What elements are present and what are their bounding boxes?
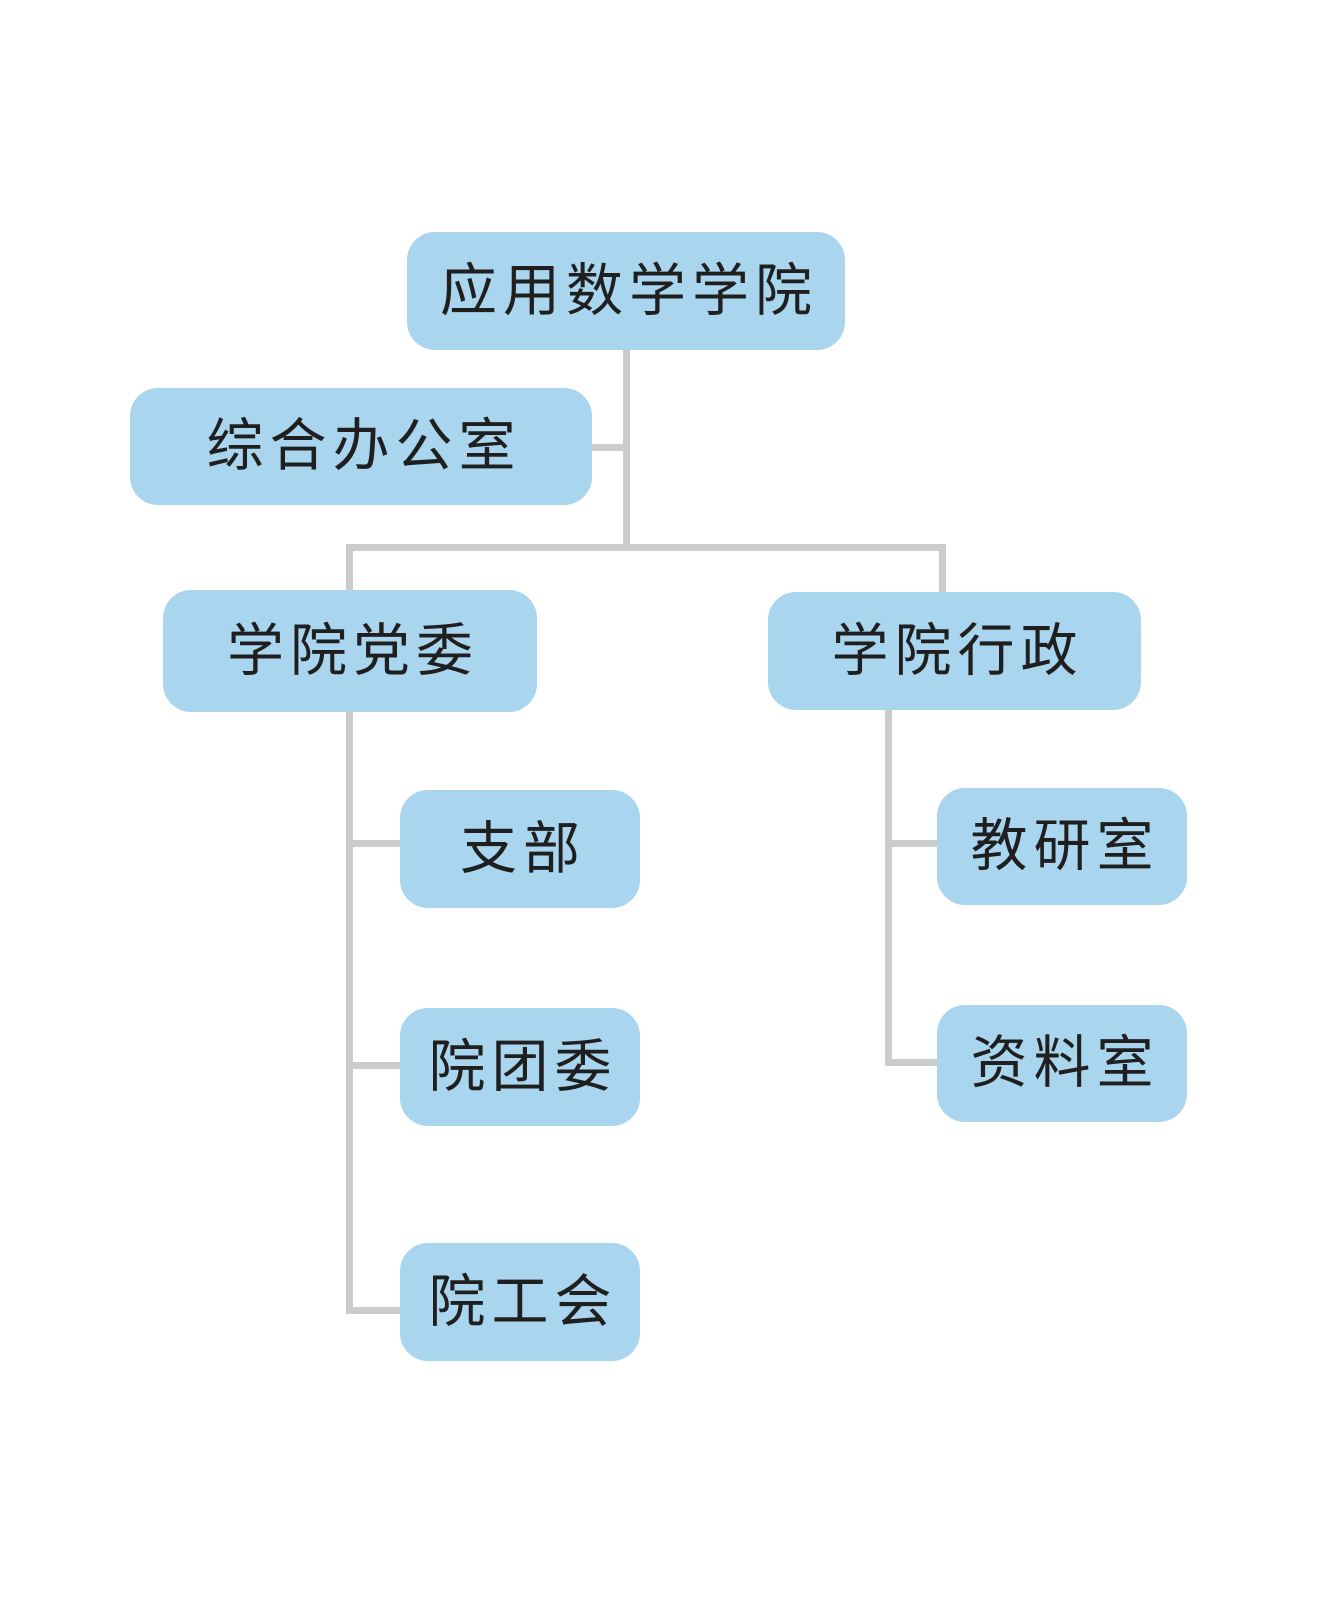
connector-stub-labor-union [350,1307,402,1314]
node-reference-room-label: 资料室 [970,1030,1160,1096]
node-labor-union-label: 院工会 [428,1268,618,1335]
connector-admin-vertical [885,710,892,1066]
connector-stub-branch-cell [350,840,402,847]
connector-party-vertical [346,712,353,1314]
node-youth-league: 院团委 [400,1008,640,1126]
node-party-committee: 学院党委 [163,590,537,712]
node-party-branch-label: 支部 [460,815,586,882]
node-youth-league-label: 院团委 [428,1033,618,1100]
connector-office-stub [592,444,630,451]
connector-stub-youth-league [350,1062,402,1069]
node-college-root-label: 应用数学学院 [440,257,818,324]
connector-right-drop [939,544,946,594]
connector-stub-teaching-research [885,840,939,847]
node-teaching-research-office: 教研室 [937,788,1187,905]
connector-branch-span [346,544,946,551]
node-general-office-label: 综合办公室 [206,413,522,479]
node-reference-room: 资料室 [937,1005,1187,1122]
node-college-admin-label: 学院行政 [831,617,1084,684]
node-teaching-research-office-label: 教研室 [970,813,1160,879]
node-labor-union: 院工会 [400,1243,640,1361]
node-party-branch: 支部 [400,790,640,908]
node-college-root: 应用数学学院 [407,232,845,350]
node-party-committee-label: 学院党委 [227,617,479,684]
node-college-admin: 学院行政 [768,592,1141,710]
node-general-office: 综合办公室 [130,388,592,505]
connector-left-drop [346,544,353,592]
connector-stub-reference-room [885,1059,939,1066]
